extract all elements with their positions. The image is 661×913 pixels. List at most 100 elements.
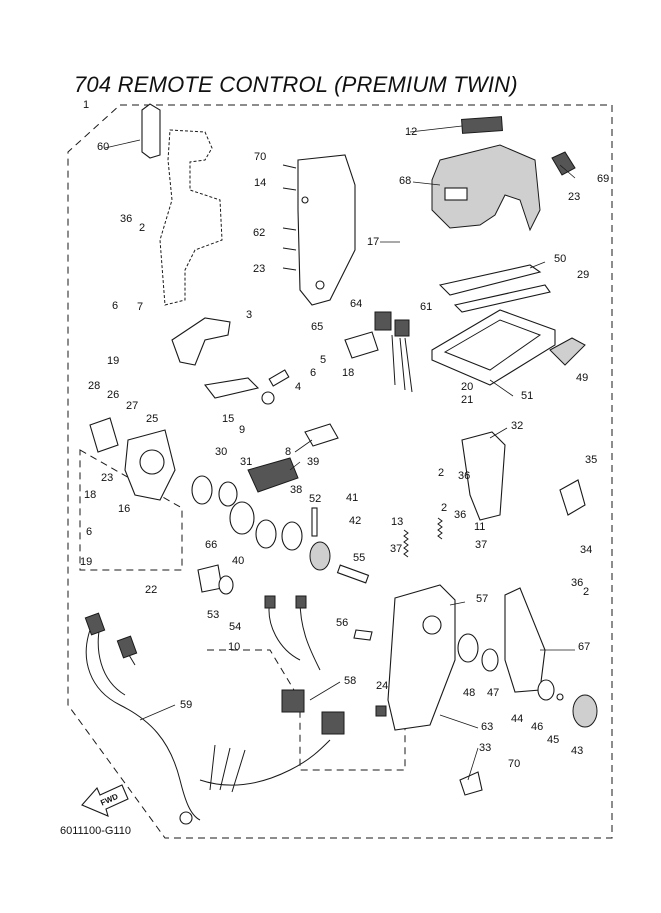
part-54-ring bbox=[218, 575, 234, 595]
part-12-label bbox=[461, 116, 503, 134]
assembly-boundary bbox=[67, 104, 613, 839]
callout-12: 12 bbox=[405, 126, 417, 138]
callout-22: 22 bbox=[145, 584, 157, 596]
callout-19: 19 bbox=[80, 556, 92, 568]
part-11-spring bbox=[437, 517, 443, 540]
callout-2: 2 bbox=[139, 222, 145, 234]
callout-40: 40 bbox=[232, 555, 244, 567]
callout-23: 23 bbox=[568, 191, 580, 203]
callout-20: 20 bbox=[461, 381, 473, 393]
callout-36: 36 bbox=[120, 213, 132, 225]
callout-29: 29 bbox=[577, 269, 589, 281]
callout-36: 36 bbox=[454, 509, 466, 521]
callout-23: 23 bbox=[101, 472, 113, 484]
callout-70: 70 bbox=[508, 758, 520, 770]
callout-46: 46 bbox=[531, 721, 543, 733]
part-48-ring bbox=[457, 633, 479, 663]
part-46-bolt bbox=[556, 693, 564, 701]
callout-21: 21 bbox=[461, 394, 473, 406]
part-66-gear bbox=[229, 501, 255, 535]
callout-66: 66 bbox=[205, 539, 217, 551]
callout-56: 56 bbox=[336, 617, 348, 629]
part-40-gear bbox=[255, 519, 277, 549]
handle-outline bbox=[159, 129, 223, 306]
callout-39: 39 bbox=[307, 456, 319, 468]
callout-35: 35 bbox=[585, 454, 597, 466]
part-42-gear bbox=[309, 541, 331, 571]
part-58-connector-2 bbox=[321, 711, 345, 735]
callout-19: 19 bbox=[107, 355, 119, 367]
callout-55: 55 bbox=[353, 552, 365, 564]
callout-51: 51 bbox=[521, 390, 533, 402]
part-60-bracket bbox=[141, 103, 161, 159]
fwd-arrow-icon: FWD bbox=[81, 784, 129, 817]
part-50-rail-2 bbox=[453, 284, 551, 313]
callout-34: 34 bbox=[580, 544, 592, 556]
part-24-clip bbox=[375, 705, 387, 717]
callout-18: 18 bbox=[342, 367, 354, 379]
part-49-clip bbox=[549, 337, 586, 366]
callout-30: 30 bbox=[215, 446, 227, 458]
callout-49: 49 bbox=[576, 372, 588, 384]
part-47-ring bbox=[481, 648, 499, 672]
callout-4: 4 bbox=[295, 381, 301, 393]
callout-48: 48 bbox=[463, 687, 475, 699]
part-58-connector bbox=[281, 689, 305, 713]
drawing-code: 6011100-G110 bbox=[60, 825, 131, 837]
subgroup-boundary-2 bbox=[207, 649, 406, 771]
callout-53: 53 bbox=[207, 609, 219, 621]
callout-6: 6 bbox=[112, 300, 118, 312]
callout-47: 47 bbox=[487, 687, 499, 699]
part-64-switch bbox=[374, 311, 392, 331]
callout-28: 28 bbox=[88, 380, 100, 392]
callout-37: 37 bbox=[475, 539, 487, 551]
part-59-harness bbox=[85, 629, 201, 821]
part-55-shaft bbox=[336, 564, 370, 584]
callout-7: 7 bbox=[137, 301, 143, 313]
part-56-pin bbox=[353, 629, 373, 641]
callout-61: 61 bbox=[420, 301, 432, 313]
callout-16: 16 bbox=[118, 503, 130, 515]
part-32-lever bbox=[461, 431, 506, 521]
callout-13: 13 bbox=[391, 516, 403, 528]
callout-41: 41 bbox=[346, 492, 358, 504]
callout-2: 2 bbox=[583, 586, 589, 598]
callout-69: 69 bbox=[597, 173, 609, 185]
callout-17: 17 bbox=[367, 236, 379, 248]
callout-3: 3 bbox=[246, 309, 252, 321]
callout-18: 18 bbox=[84, 489, 96, 501]
callout-2: 2 bbox=[441, 502, 447, 514]
part-13-spring bbox=[403, 529, 409, 558]
callout-54: 54 bbox=[229, 621, 241, 633]
callout-65: 65 bbox=[311, 321, 323, 333]
callout-24: 24 bbox=[376, 680, 388, 692]
callout-43: 43 bbox=[571, 745, 583, 757]
part-35-part bbox=[559, 479, 586, 516]
part-44-washer bbox=[537, 679, 555, 701]
part-30-ring bbox=[191, 475, 213, 505]
part-51-gasket bbox=[431, 309, 556, 386]
callout-64: 64 bbox=[350, 298, 362, 310]
part-50-rail bbox=[438, 264, 542, 296]
part-9-pivot bbox=[261, 391, 275, 405]
callout-10: 10 bbox=[228, 641, 240, 653]
callout-9: 9 bbox=[239, 424, 245, 436]
callout-44: 44 bbox=[511, 713, 523, 725]
part-53-part bbox=[197, 564, 223, 593]
callout-26: 26 bbox=[107, 389, 119, 401]
callout-36: 36 bbox=[571, 577, 583, 589]
callout-52: 52 bbox=[309, 493, 321, 505]
part-3-lever bbox=[171, 317, 231, 366]
callout-27: 27 bbox=[126, 400, 138, 412]
callout-62: 62 bbox=[253, 227, 265, 239]
callout-15: 15 bbox=[222, 413, 234, 425]
callout-1: 1 bbox=[83, 99, 89, 111]
callout-38: 38 bbox=[290, 484, 302, 496]
callout-63: 63 bbox=[481, 721, 493, 733]
part-65-plate bbox=[344, 331, 379, 359]
callout-25: 25 bbox=[146, 413, 158, 425]
callout-67: 67 bbox=[578, 641, 590, 653]
part-14-plate bbox=[297, 154, 356, 306]
